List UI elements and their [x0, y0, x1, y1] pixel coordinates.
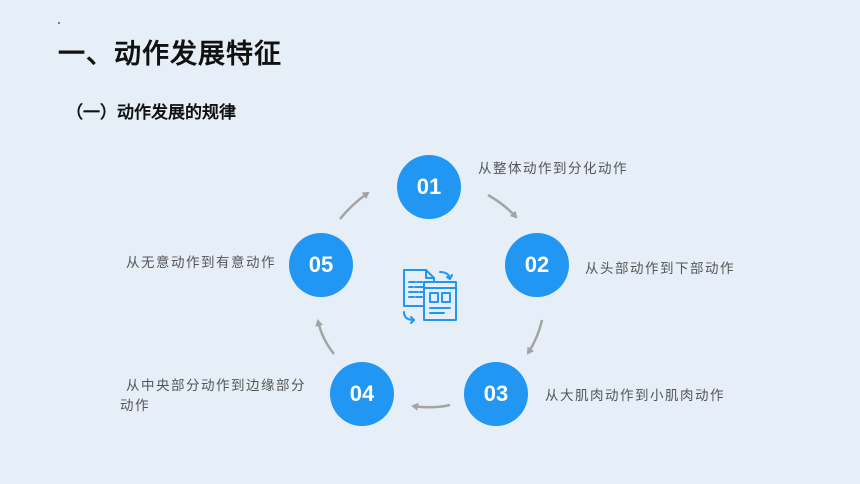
section-subtitle: （一）动作发展的规律: [66, 103, 236, 123]
step-number: 03: [483, 381, 509, 406]
step-label-02: 从头部动作到下部动作: [585, 261, 735, 277]
step-number: 02: [524, 252, 550, 277]
step-number: 01: [416, 174, 442, 199]
document-code-icon: [403, 269, 457, 324]
step-label-05: 从无意动作到有意动作: [126, 255, 276, 271]
decorative-dot: [58, 22, 60, 24]
step-circle-05: 05: [289, 233, 353, 297]
step-circle-02: 02: [505, 233, 569, 297]
arrow-02-to-03: [526, 319, 544, 355]
arrow-01-to-02: [487, 193, 518, 219]
step-circle-01: 01: [397, 155, 461, 219]
step-label-03: 从大肌肉动作到小肌肉动作: [545, 388, 725, 404]
step-circle-04: 04: [330, 362, 394, 426]
step-label-01: 从整体动作到分化动作: [478, 161, 628, 177]
arrow-05-to-01: [339, 191, 370, 220]
step-circle-03: 03: [464, 362, 528, 426]
step-label-04: 从中央部分动作到边缘部分动作: [120, 378, 306, 414]
step-number: 05: [308, 252, 334, 277]
page-title: 一、动作发展特征: [58, 39, 282, 70]
arrow-03-to-04: [411, 402, 451, 411]
step-number: 04: [349, 381, 375, 406]
arrow-04-to-05: [315, 319, 335, 355]
